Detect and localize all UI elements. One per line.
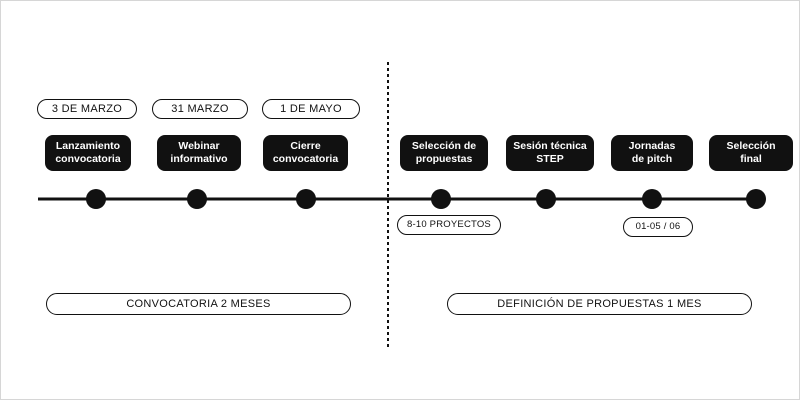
phase-label: CONVOCATORIA 2 MESES [46, 293, 351, 315]
milestone-label: Webinar informativo [157, 135, 241, 171]
milestone-dot [296, 189, 316, 209]
milestone-dot [642, 189, 662, 209]
milestone-dot [86, 189, 106, 209]
milestone-date: 1 DE MAYO [262, 99, 360, 119]
milestone-label: Cierre convocatoria [263, 135, 348, 171]
milestone-dot [187, 189, 207, 209]
phase-label: DEFINICIÓN DE PROPUESTAS 1 MES [447, 293, 752, 315]
milestone-note: 01-05 / 06 [623, 217, 693, 237]
milestone-label: Selección de propuestas [400, 135, 488, 171]
milestone-date: 3 DE MARZO [37, 99, 137, 119]
milestone-note: 8-10 PROYECTOS [397, 215, 501, 235]
milestone-label: Sesión técnica STEP [506, 135, 594, 171]
milestone-label: Lanzamiento convocatoria [45, 135, 131, 171]
milestone-date: 31 MARZO [152, 99, 248, 119]
milestone-label: Jornadas de pitch [611, 135, 693, 171]
milestone-dot [536, 189, 556, 209]
milestone-label: Selección final [709, 135, 793, 171]
milestone-dot [746, 189, 766, 209]
milestone-dot [431, 189, 451, 209]
